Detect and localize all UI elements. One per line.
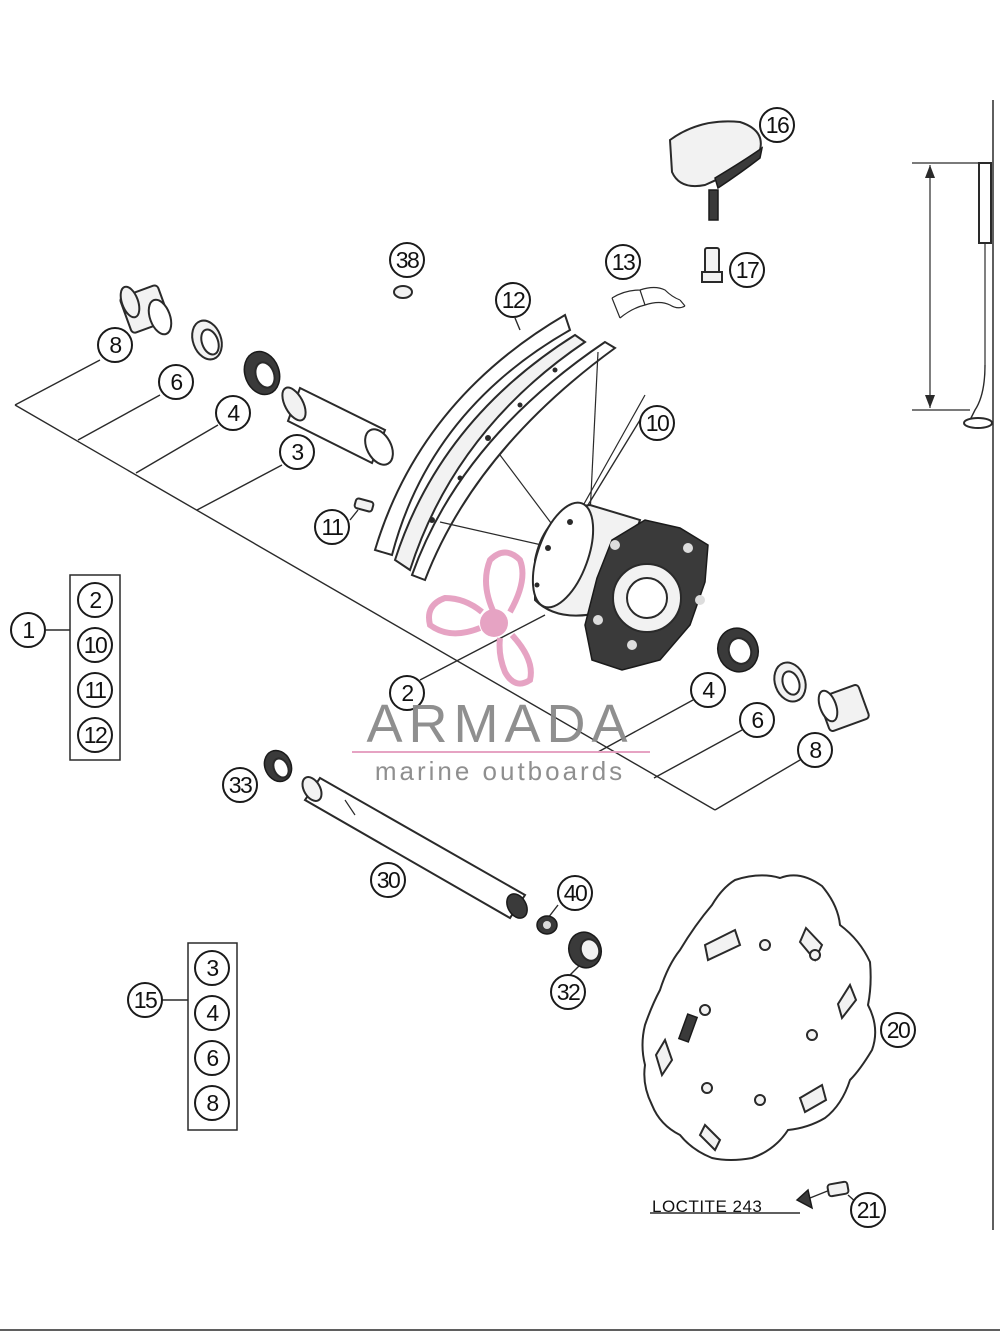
callout-labels: 1 2 10 11 12 15 3 4 6 8 8 6 4 3 38 12 13… — [10, 107, 916, 1228]
svg-text:10: 10 — [84, 632, 107, 658]
svg-text:2: 2 — [89, 587, 101, 613]
svg-text:12: 12 — [502, 287, 525, 313]
callout-38: 38 — [389, 242, 425, 278]
callout-kit15-4: 4 — [194, 995, 230, 1031]
spoke-dimension-drawing — [912, 162, 993, 429]
svg-text:15: 15 — [134, 987, 157, 1013]
brake-disc-drawing — [641, 874, 877, 1161]
callout-11: 11 — [314, 509, 350, 545]
callout-3: 3 — [279, 434, 315, 470]
callout-4-right: 4 — [690, 672, 726, 708]
callout-16: 16 — [759, 107, 795, 143]
svg-text:13: 13 — [612, 249, 635, 275]
callout-10: 10 — [639, 405, 675, 441]
svg-text:33: 33 — [229, 772, 252, 798]
callout-33: 33 — [222, 767, 258, 803]
svg-text:6: 6 — [206, 1045, 218, 1071]
rim-drawing — [373, 313, 617, 582]
callout-6-right: 6 — [739, 702, 775, 738]
callout-13: 13 — [605, 244, 641, 280]
callout-kit1-12: 12 — [77, 717, 113, 753]
left-bearing-set — [119, 284, 394, 466]
callout-kit1-10: 10 — [77, 627, 113, 663]
svg-text:21: 21 — [857, 1197, 880, 1223]
callout-kit15-3: 3 — [194, 950, 230, 986]
svg-text:10: 10 — [646, 410, 669, 436]
svg-text:4: 4 — [206, 1000, 219, 1026]
svg-text:8: 8 — [206, 1090, 218, 1116]
svg-text:17: 17 — [736, 257, 759, 283]
svg-text:ARMADA: ARMADA — [366, 694, 633, 754]
callout-17: 17 — [729, 252, 765, 288]
watermark: ARMADA marine outboards — [352, 549, 650, 786]
svg-text:4: 4 — [227, 400, 240, 426]
svg-text:3: 3 — [206, 955, 218, 981]
svg-text:40: 40 — [564, 880, 587, 906]
callout-kit1-11: 11 — [77, 672, 113, 708]
svg-text:marine outboards: marine outboards — [375, 756, 625, 786]
right-bearing-set — [717, 627, 870, 732]
svg-text:38: 38 — [396, 247, 419, 273]
callout-40: 40 — [557, 875, 593, 911]
callout-2: 2 — [389, 675, 425, 711]
svg-text:16: 16 — [766, 112, 789, 138]
callout-8-left: 8 — [97, 327, 133, 363]
svg-text:32: 32 — [557, 979, 580, 1005]
callout-1: 1 — [10, 612, 46, 648]
callout-20: 20 — [880, 1012, 916, 1048]
small-parts — [263, 120, 850, 1210]
callout-kit15-6: 6 — [194, 1040, 230, 1076]
callout-32: 32 — [550, 974, 586, 1010]
svg-text:8: 8 — [109, 332, 121, 358]
callout-kit15-8: 8 — [194, 1085, 230, 1121]
svg-text:6: 6 — [170, 369, 182, 395]
loctite-note: LOCTITE 243 — [652, 1197, 762, 1216]
svg-text:8: 8 — [809, 737, 821, 763]
svg-text:11: 11 — [322, 514, 344, 540]
svg-text:3: 3 — [291, 439, 303, 465]
leader-lines — [14, 317, 858, 1214]
callout-6-left: 6 — [158, 364, 194, 400]
callout-15: 15 — [127, 982, 163, 1018]
callout-12: 12 — [495, 282, 531, 318]
callout-30: 30 — [370, 862, 406, 898]
propeller-logo — [426, 549, 534, 687]
svg-text:1: 1 — [22, 617, 34, 643]
hub-drawing — [531, 501, 709, 671]
svg-text:11: 11 — [85, 677, 107, 703]
callout-kit1-2: 2 — [77, 582, 113, 618]
spokes-drawing — [439, 351, 646, 549]
svg-text:2: 2 — [401, 680, 413, 706]
svg-text:30: 30 — [377, 867, 400, 893]
svg-text:6: 6 — [751, 707, 763, 733]
svg-text:12: 12 — [84, 722, 107, 748]
callout-4-left: 4 — [215, 395, 251, 431]
svg-text:20: 20 — [887, 1017, 910, 1043]
svg-text:4: 4 — [702, 677, 715, 703]
callout-8-right: 8 — [797, 732, 833, 768]
callout-21: 21 — [850, 1192, 886, 1228]
